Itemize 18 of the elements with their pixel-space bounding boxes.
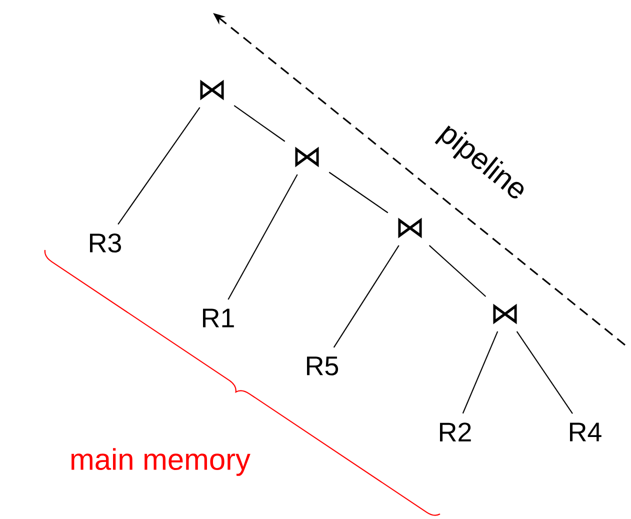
join-symbol: ⋈ [398, 218, 422, 238]
relation-label: R3 [90, 233, 122, 253]
relation-label: R1 [203, 308, 234, 328]
tree-edge [118, 107, 200, 225]
tree-edge [328, 172, 388, 214]
tree-edge [228, 174, 298, 300]
tree-edge [516, 331, 573, 414]
join-symbol: ⋈ [295, 146, 319, 168]
tree-edge [428, 245, 486, 297]
join-symbol: ⋈ [200, 80, 224, 100]
relation-label: R2 [440, 422, 471, 442]
tree-edge [234, 105, 286, 142]
tree-edge [462, 331, 498, 414]
tree-edge [333, 245, 400, 348]
relation-label: R5 [307, 356, 338, 376]
relation-label: R4 [570, 422, 602, 442]
brace-label: main memory [71, 448, 250, 476]
join-symbol: ⋈ [493, 304, 517, 324]
